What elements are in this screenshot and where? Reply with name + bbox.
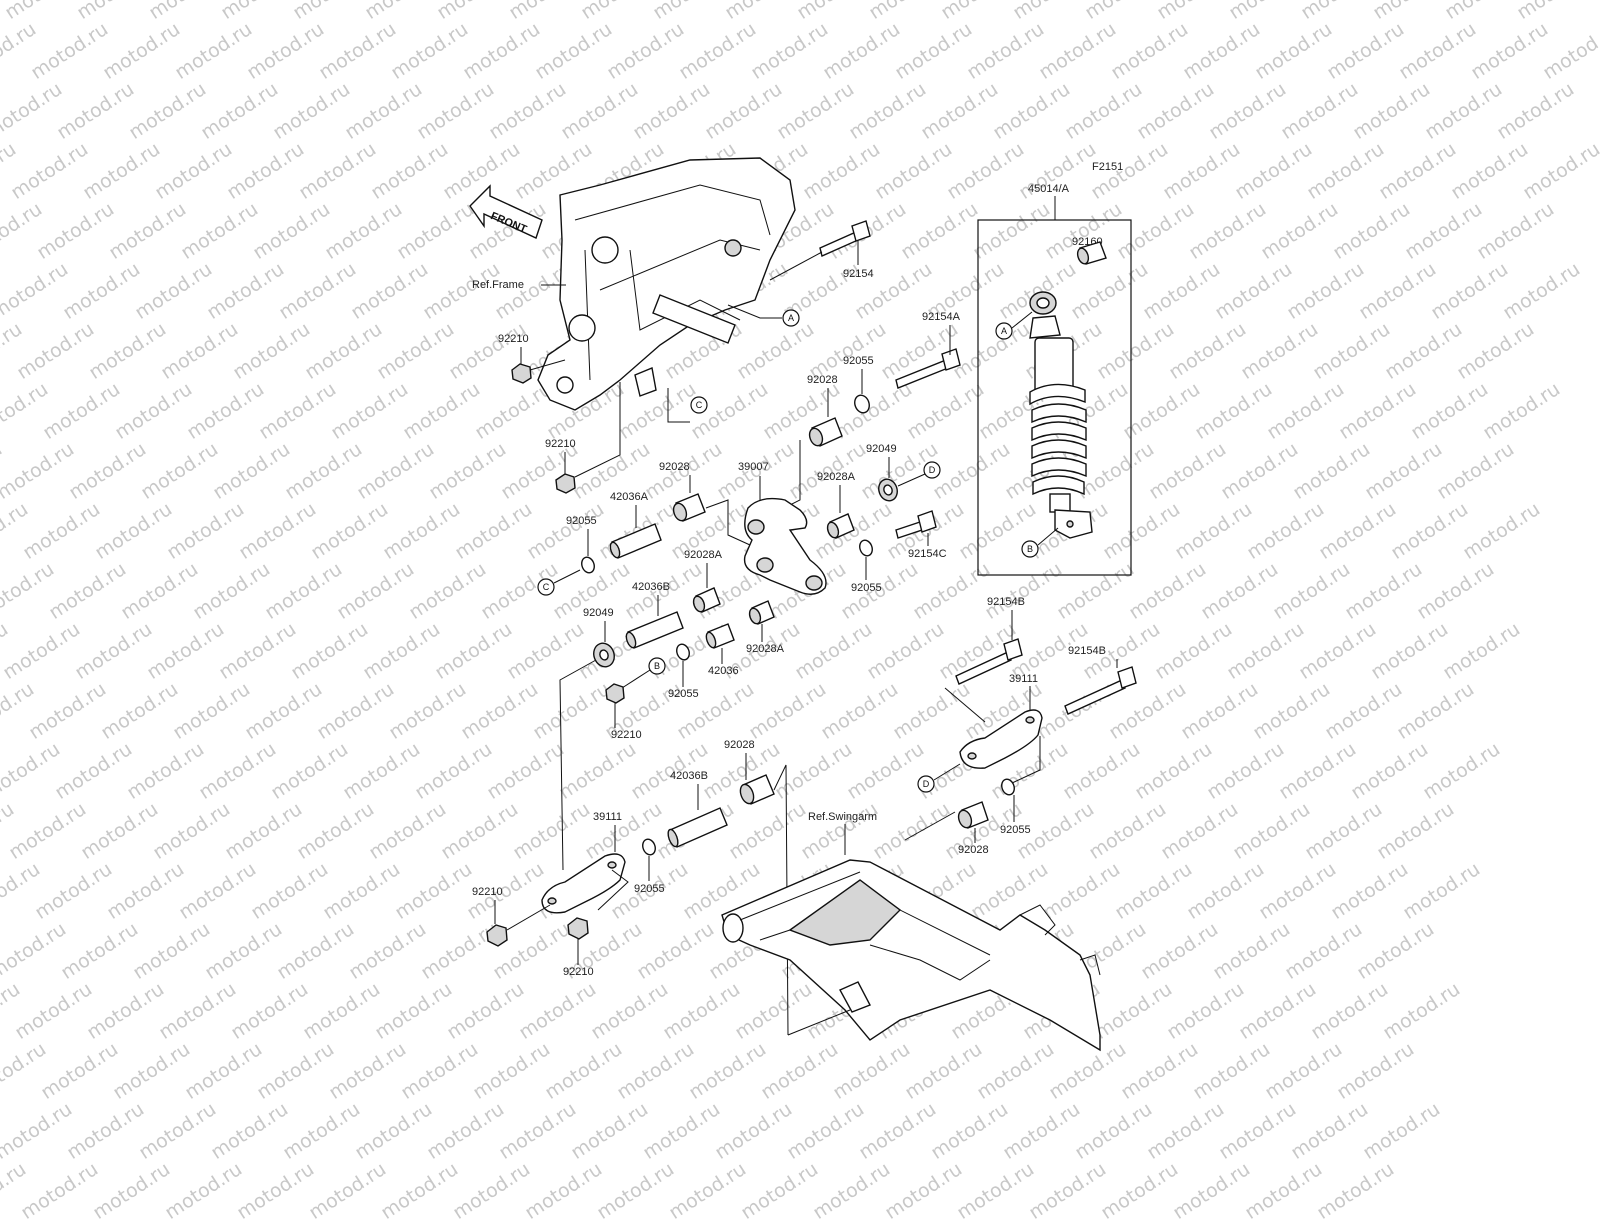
label-92055-bottom: 92055 <box>634 883 665 895</box>
ref-d-label-right: D <box>929 465 936 475</box>
label-92154B-lower: 92154B <box>1068 645 1106 657</box>
washer-92055-right <box>859 539 873 557</box>
label-92154A: 92154A <box>922 311 961 323</box>
ref-b-label-shock: B <box>1027 544 1033 554</box>
label-42036B-upper: 42036B <box>632 581 670 593</box>
bolt-92154 <box>819 220 871 257</box>
label-92028-right: 92028 <box>958 844 989 856</box>
ref-c-circle-frame <box>690 396 708 414</box>
label-42036A: 42036A <box>610 491 649 503</box>
bushing-92028A-lower <box>748 600 775 625</box>
label-92055-right: 92055 <box>851 582 882 594</box>
washer-92055-left <box>581 556 595 574</box>
label-92210-top: 92210 <box>498 333 529 345</box>
nut-92210-bottom-right <box>567 917 589 940</box>
label-92210-middle: 92210 <box>611 729 642 741</box>
washer-92055-upper <box>854 394 870 414</box>
sleeve-42036B-lower <box>667 807 728 848</box>
ref-d-circle-lower <box>917 775 935 793</box>
nut-92210-top <box>511 363 532 384</box>
ref-a-label-frame: A <box>788 313 794 323</box>
label-92210-bottom-right: 92210 <box>563 966 594 978</box>
ref-c-label-left: C <box>543 582 550 592</box>
bolt-92154C <box>895 510 937 539</box>
tie-rod-39111-right <box>959 709 1043 769</box>
diagram-code: F2151 <box>1092 161 1123 173</box>
label-92028A-middle: 92028A <box>684 549 723 561</box>
washer-92055-right-lower <box>1001 778 1015 796</box>
link-plate-39007 <box>743 497 827 595</box>
sleeve-42036B-upper <box>625 611 684 649</box>
ref-a-circle-shock <box>995 322 1013 340</box>
bushing-92028-right <box>957 801 989 829</box>
label-42036B-lower: 42036B <box>670 770 708 782</box>
label-39111-right: 39111 <box>1009 673 1038 685</box>
washer-92055-bottom <box>642 838 656 856</box>
label-39111-left: 39111 <box>593 811 622 823</box>
bushing-92028-left <box>672 493 706 522</box>
label-92028-left: 92028 <box>659 461 690 473</box>
label-92028A-lower: 92028A <box>746 643 785 655</box>
label-92049-left: 92049 <box>583 607 614 619</box>
label-92028-bottom: 92028 <box>724 739 755 751</box>
ref-a-label-shock: A <box>1001 326 1007 336</box>
label-92210-second: 92210 <box>545 438 576 450</box>
label-92055-left: 92055 <box>566 515 597 527</box>
label-92154: 92154 <box>843 268 874 280</box>
tie-rod-39111-left <box>541 853 626 914</box>
label-92154B-upper: 92154B <box>987 596 1025 608</box>
washer-92055-lower <box>676 643 690 661</box>
sleeve-42036A <box>609 523 662 559</box>
label-92028-upper: 92028 <box>807 374 838 386</box>
label-92049-right: 92049 <box>866 443 897 455</box>
nut-92210-bottom-left <box>486 924 508 947</box>
nut-92210-middle <box>605 683 625 704</box>
label-42036: 42036 <box>708 665 739 677</box>
bushing-92028A-middle <box>692 587 721 613</box>
label-92055-lower: 92055 <box>668 688 699 700</box>
label-45014A: 45014/A <box>1028 183 1070 195</box>
bolt-92154B-upper <box>955 638 1023 685</box>
collar-92160 <box>1076 241 1107 265</box>
nut-92210-second <box>555 473 576 494</box>
front-arrow-icon: FRONT <box>469 184 543 239</box>
bushing-92028-upper <box>808 417 843 447</box>
label-92210-bottom-left: 92210 <box>472 886 503 898</box>
bushing-92028-bottom <box>739 774 775 805</box>
ref-d-circle-right <box>923 461 941 479</box>
bushing-92028A-right <box>826 513 855 539</box>
ref-a-circle-frame <box>782 309 800 327</box>
ref-c-circle-left <box>537 578 555 596</box>
ref-b-circle-left <box>648 657 666 675</box>
ref-c-label-frame: C <box>696 400 703 410</box>
label-92028A-right: 92028A <box>817 471 856 483</box>
label-92055-upper: 92055 <box>843 355 874 367</box>
label-39007: 39007 <box>738 461 769 473</box>
ref-swingarm-label: Ref.Swingarm <box>808 811 877 823</box>
bolt-92154A <box>895 348 961 389</box>
bolt-92154B-lower <box>1064 666 1137 715</box>
label-92154C: 92154C <box>908 548 947 560</box>
swingarm-illustration <box>721 859 1101 1052</box>
ref-b-circle-shock <box>1021 540 1039 558</box>
frame-illustration <box>537 157 796 411</box>
ref-b-label-left: B <box>654 661 660 671</box>
ref-d-label-lower: D <box>923 779 930 789</box>
sleeve-42036 <box>705 623 735 649</box>
label-92055-right-lower: 92055 <box>1000 824 1031 836</box>
ref-frame-label: Ref.Frame <box>472 279 524 291</box>
shock-absorber-45014A <box>1029 291 1093 539</box>
